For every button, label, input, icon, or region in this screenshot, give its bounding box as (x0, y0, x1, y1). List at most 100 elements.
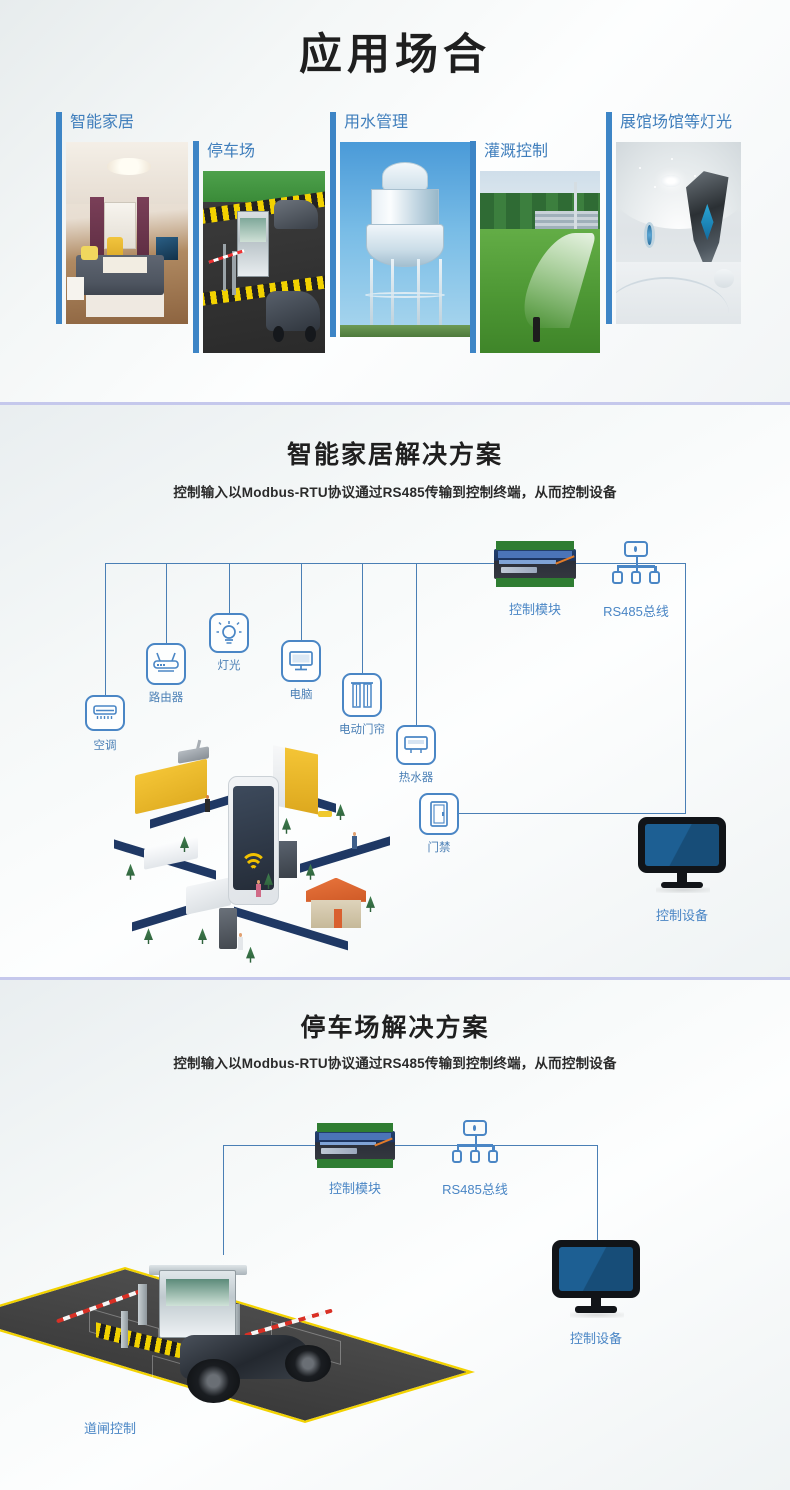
solution-title: 智能家居解决方案 (286, 441, 503, 469)
bulb-glyph (216, 621, 242, 644)
terminal-block-top (317, 1123, 393, 1132)
monitor-shadow (569, 1312, 625, 1318)
iso-tree (366, 896, 375, 912)
router-label: 路由器 (148, 692, 184, 704)
control-device-label: 控制设备 (569, 1331, 622, 1346)
iso-person (237, 932, 244, 950)
relay-row (498, 551, 572, 559)
water-heater-icon[interactable] (396, 725, 436, 765)
access-control-label: 门禁 (427, 842, 451, 854)
control-device-monitor[interactable] (552, 1240, 640, 1320)
monitor-neck (676, 871, 688, 883)
solution-subtitle: 控制输入以Modbus-RTU协议通过RS485传输到控制终端，从而控制设备 (173, 1056, 617, 1071)
iso-door-lock (219, 907, 237, 949)
scenario-card-exhibition-lighting[interactable]: 展馆场馆等灯光 (606, 112, 741, 324)
rs485-bus-icon (612, 541, 660, 589)
drop-line-computer (301, 563, 302, 640)
iso-smartphone (228, 776, 279, 906)
router-glyph (153, 652, 179, 672)
scenario-label: 展馆场馆等灯光 (620, 114, 733, 131)
relay-row (319, 1132, 391, 1141)
scenario-thumbnail (616, 142, 741, 324)
iso-person (255, 879, 262, 897)
monitor-bezel (552, 1240, 640, 1298)
accent-bar (56, 112, 62, 324)
control-module-device[interactable] (315, 1123, 395, 1168)
control-device-label: 控制设备 (655, 908, 708, 923)
section-separator (0, 977, 790, 980)
led-row (498, 560, 557, 564)
accent-bar (470, 141, 476, 353)
iso-house (306, 877, 366, 929)
scenario-card-water-management[interactable]: 用水管理 (330, 112, 470, 337)
light-bulb-label: 灯光 (217, 660, 241, 672)
drop-line-curtain (362, 563, 363, 673)
control-device-monitor[interactable] (638, 817, 726, 895)
barrier-gate-label: 道闸控制 (83, 1421, 136, 1436)
solution-subtitle: 控制输入以Modbus-RTU协议通过RS485传输到控制终端，从而控制设备 (173, 485, 617, 500)
scenario-card-parking-lot[interactable]: 停车场 (193, 141, 325, 353)
accent-bar (193, 141, 199, 353)
scenario-label: 智能家居 (70, 114, 135, 131)
ac-glyph (93, 705, 117, 719)
terminal-block-bottom (317, 1159, 393, 1168)
drop-line-light (229, 563, 230, 613)
security-camera-icon (174, 739, 213, 765)
iso-person (351, 831, 358, 849)
iso-tree (180, 836, 189, 853)
parking-lot-solution-section: 停车场解决方案 控制输入以Modbus-RTU协议通过RS485传输到控制终端，… (0, 980, 790, 1490)
accent-bar (606, 112, 612, 324)
scenario-label: 停车场 (207, 143, 256, 160)
electric-curtain-icon[interactable] (342, 673, 382, 717)
smart-home-solution-section: 智能家居解决方案 控制输入以Modbus-RTU协议通过RS485传输到控制终端… (0, 405, 790, 977)
terminal-block-bottom (496, 577, 574, 587)
ticket-terminal (138, 1283, 147, 1325)
rs485-bus-label: RS485总线 (442, 1182, 508, 1197)
router-icon[interactable] (146, 643, 186, 685)
iso-tree (198, 928, 207, 945)
drop-line-router (166, 563, 167, 643)
scenario-thumbnail (480, 171, 600, 353)
iso-tree (336, 804, 345, 820)
monitor-base (660, 881, 704, 888)
scenario-thumbnail (340, 142, 470, 337)
scenario-thumbnail (66, 142, 188, 324)
iso-tree (246, 946, 255, 963)
drop-line-barrier-gate (223, 1145, 224, 1255)
iso-tree (306, 863, 315, 880)
solution-title: 停车场解决方案 (300, 1014, 490, 1042)
iso-person (204, 794, 211, 812)
iso-drone (318, 810, 332, 817)
iso-tree (126, 863, 135, 880)
monitor-screen (559, 1247, 633, 1291)
iso-fridge (285, 747, 318, 815)
branch-line-access-control (458, 813, 686, 814)
car-wheel (285, 1345, 331, 1383)
monitor-shadow (655, 887, 711, 893)
car-wheel (187, 1358, 240, 1403)
control-module-label: 控制模块 (328, 1181, 381, 1196)
parking-lot-illustration (0, 1260, 475, 1430)
page-title: 应用场合 (299, 31, 491, 79)
terminal-block-top (496, 541, 574, 551)
access-glyph (430, 801, 448, 827)
section-separator (0, 402, 790, 405)
air-conditioner-icon[interactable] (85, 695, 125, 731)
access-control-icon[interactable] (419, 793, 459, 835)
computer-label: 电脑 (289, 689, 313, 701)
wifi-icon (239, 834, 268, 877)
bus-trunk-line (105, 563, 685, 564)
computer-monitor-icon[interactable] (281, 640, 321, 682)
iso-tree (264, 873, 273, 889)
scenario-card-smart-home[interactable]: 智能家居 (56, 112, 188, 324)
light-bulb-icon[interactable] (209, 613, 249, 653)
smart-home-illustration (108, 735, 408, 965)
scenario-card-irrigation[interactable]: 灌溉控制 (470, 141, 600, 353)
air-conditioner-label: 空调 (93, 740, 117, 752)
control-module-device[interactable] (494, 541, 576, 587)
electric-curtain-label: 电动门帘 (339, 724, 385, 736)
guard-booth-window (166, 1278, 229, 1306)
control-module-label: 控制模块 (508, 602, 561, 617)
iso-path (300, 836, 390, 873)
